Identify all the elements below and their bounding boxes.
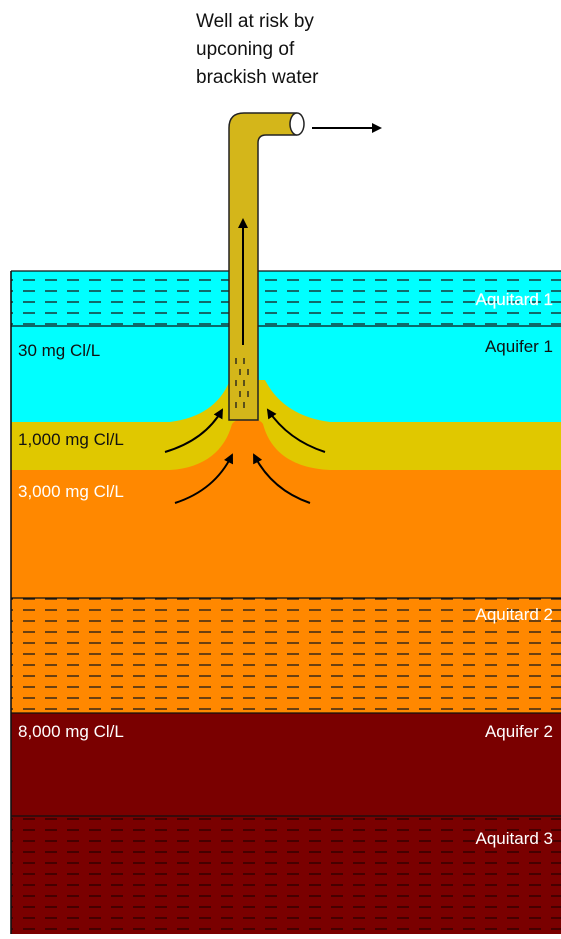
label-aquitard-3: Aquitard 3	[476, 829, 554, 848]
label-aquitard-2: Aquitard 2	[476, 605, 554, 624]
aquitard-1-dashes	[11, 271, 561, 326]
well-screen	[235, 358, 249, 408]
layer-aquifer-2	[11, 713, 561, 816]
label-aquitard-1: Aquitard 1	[476, 290, 554, 309]
concentration-saline: 3,000 mg Cl/L	[18, 482, 124, 501]
diagram-title: Well at risk by upconing of brackish wat…	[196, 11, 319, 88]
layer-boundaries	[10, 270, 561, 934]
aquitard-3-dashes	[11, 816, 561, 934]
title-line-3: brackish water	[196, 67, 319, 88]
layer-saline-zone	[11, 418, 561, 598]
well-pipe-icon	[228, 112, 305, 421]
aquitard-2-dashes	[11, 598, 561, 713]
concentration-brackish: 1,000 mg Cl/L	[18, 430, 124, 449]
concentration-aquifer-2: 8,000 mg Cl/L	[18, 722, 124, 741]
title-line-1: Well at risk by	[196, 11, 314, 32]
title-line-2: upconing of	[196, 39, 295, 60]
concentration-aquifer-1: 30 mg Cl/L	[18, 341, 100, 360]
label-aquifer-1: Aquifer 1	[485, 337, 553, 356]
label-aquifer-2: Aquifer 2	[485, 722, 553, 741]
curved-arrow-icon	[164, 408, 326, 504]
layer-brackish-zone	[11, 380, 561, 472]
